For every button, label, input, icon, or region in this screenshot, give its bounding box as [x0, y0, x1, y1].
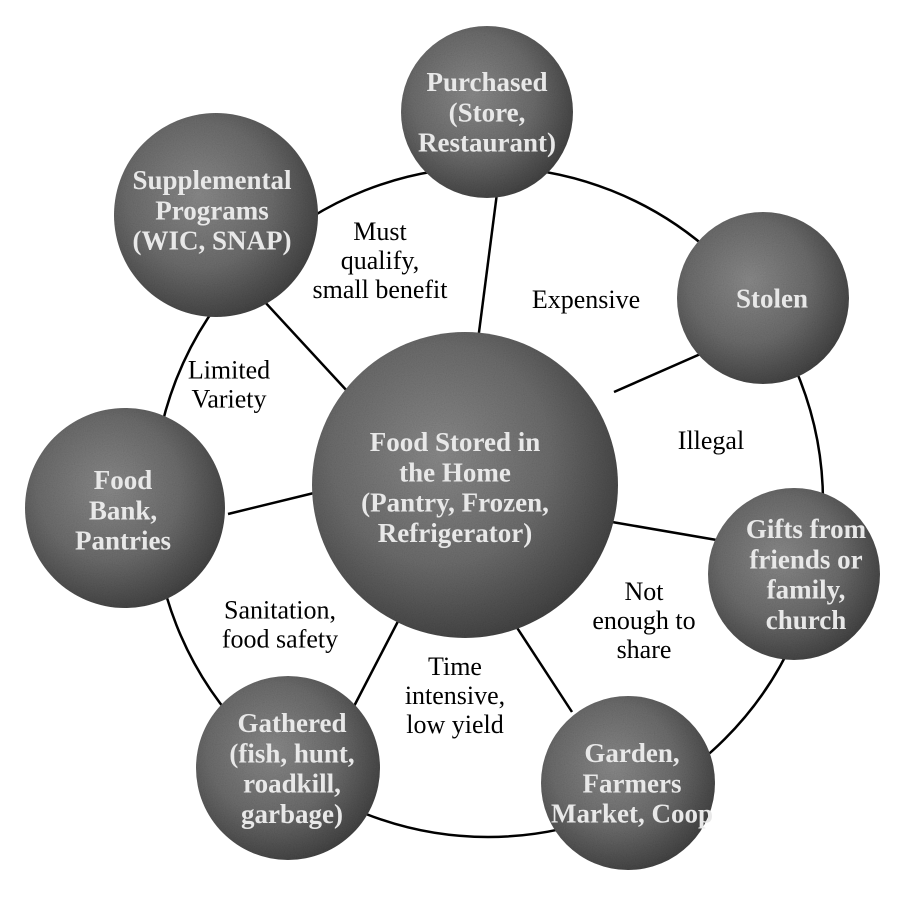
node-ball-stolen — [677, 212, 849, 384]
node-label-purchased-line-1: (Store, — [449, 97, 526, 127]
node-label-gathered: Gathered(fish, hunt,roadkill,garbage) — [229, 708, 354, 829]
node-ball-center — [312, 332, 618, 638]
node-label-supplemental-line-0: Supplemental — [132, 165, 292, 195]
edge-label-must-qualify-line-2: small benefit — [312, 275, 448, 304]
node-label-garden-line-1: Farmers — [583, 768, 682, 798]
node-label-gifts-line-2: family, — [767, 575, 846, 605]
node-label-stolen-line-0: Stolen — [736, 283, 808, 313]
node-label-food-bank-line-0: Food — [94, 465, 153, 495]
node-balls — [25, 26, 880, 870]
node-label-purchased-line-2: Restaurant) — [418, 128, 556, 158]
node-label-garden-line-2: Market, Coop — [551, 799, 713, 829]
node-label-gathered-line-1: (fish, hunt, — [229, 738, 354, 768]
node-label-supplemental-line-2: (WIC, SNAP) — [133, 226, 292, 256]
edge-label-illegal-line-0: Illegal — [678, 426, 744, 455]
node-label-food-bank-line-2: Pantries — [75, 526, 171, 556]
spoke-garden — [510, 619, 574, 713]
edge-label-expensive-line-0: Expensive — [532, 285, 640, 314]
node-label-supplemental-line-1: Programs — [155, 195, 268, 225]
node-label-gifts-line-1: friends or — [749, 544, 862, 574]
edge-label-must-qualify-line-1: qualify, — [341, 246, 419, 275]
edge-label-not-enough-line-1: enough to — [592, 606, 695, 635]
edge-label-not-enough-line-2: share — [617, 635, 672, 664]
node-ball-gifts — [708, 488, 880, 660]
edge-label-sanitation-line-1: food safety — [222, 625, 338, 654]
spoke-supplemental — [251, 287, 349, 393]
node-label-gathered-line-3: garbage) — [241, 799, 343, 829]
edge-label-illegal: Illegal — [678, 426, 744, 455]
node-ball-gathered — [196, 676, 380, 860]
node-label-food-bank-line-1: Bank, — [89, 495, 157, 525]
spoke-food-bank — [227, 490, 319, 516]
node-label-gifts-line-0: Gifts from — [746, 514, 867, 544]
node-ball-purchased — [401, 26, 573, 198]
node-label-purchased: Purchased(Store,Restaurant) — [418, 67, 556, 157]
node-ball-garden — [541, 696, 715, 870]
node-label-center-line-1: the Home — [399, 457, 511, 487]
edge-label-time-intensive-line-0: Time — [428, 652, 482, 681]
node-label-gathered-line-2: roadkill, — [243, 769, 341, 799]
edge-label-time-intensive-line-2: low yield — [406, 710, 504, 739]
edge-label-expensive: Expensive — [532, 285, 640, 314]
node-label-gathered-line-0: Gathered — [238, 708, 347, 738]
edge-label-time-intensive-line-1: intensive, — [405, 681, 505, 710]
edge-label-limited-variety-line-0: Limited — [188, 356, 270, 385]
edge-label-sanitation-line-0: Sanitation, — [224, 596, 336, 625]
edge-label-limited-variety-line-1: Variety — [191, 385, 266, 414]
node-ball-food-bank — [25, 408, 225, 608]
edge-label-must-qualify-line-0: Must — [353, 217, 407, 246]
node-ball-supplemental — [114, 113, 318, 317]
node-label-garden-line-0: Garden, — [584, 738, 679, 768]
node-label-stolen: Stolen — [736, 283, 808, 313]
spoke-stolen — [613, 350, 706, 394]
node-label-center-line-3: Refrigerator) — [378, 518, 532, 548]
node-label-purchased-line-0: Purchased — [426, 67, 547, 97]
edge-label-not-enough-line-0: Not — [625, 577, 665, 606]
node-label-gifts-line-3: church — [766, 605, 847, 635]
edge-label-sanitation: Sanitation,food safety — [222, 596, 338, 654]
node-label-center-line-2: (Pantry, Frozen, — [361, 488, 549, 518]
node-labels: Purchased(Store,Restaurant) Stolen Gifts… — [75, 67, 867, 829]
node-label-center-line-0: Food Stored in — [370, 427, 541, 457]
spoke-purchased — [476, 169, 502, 341]
